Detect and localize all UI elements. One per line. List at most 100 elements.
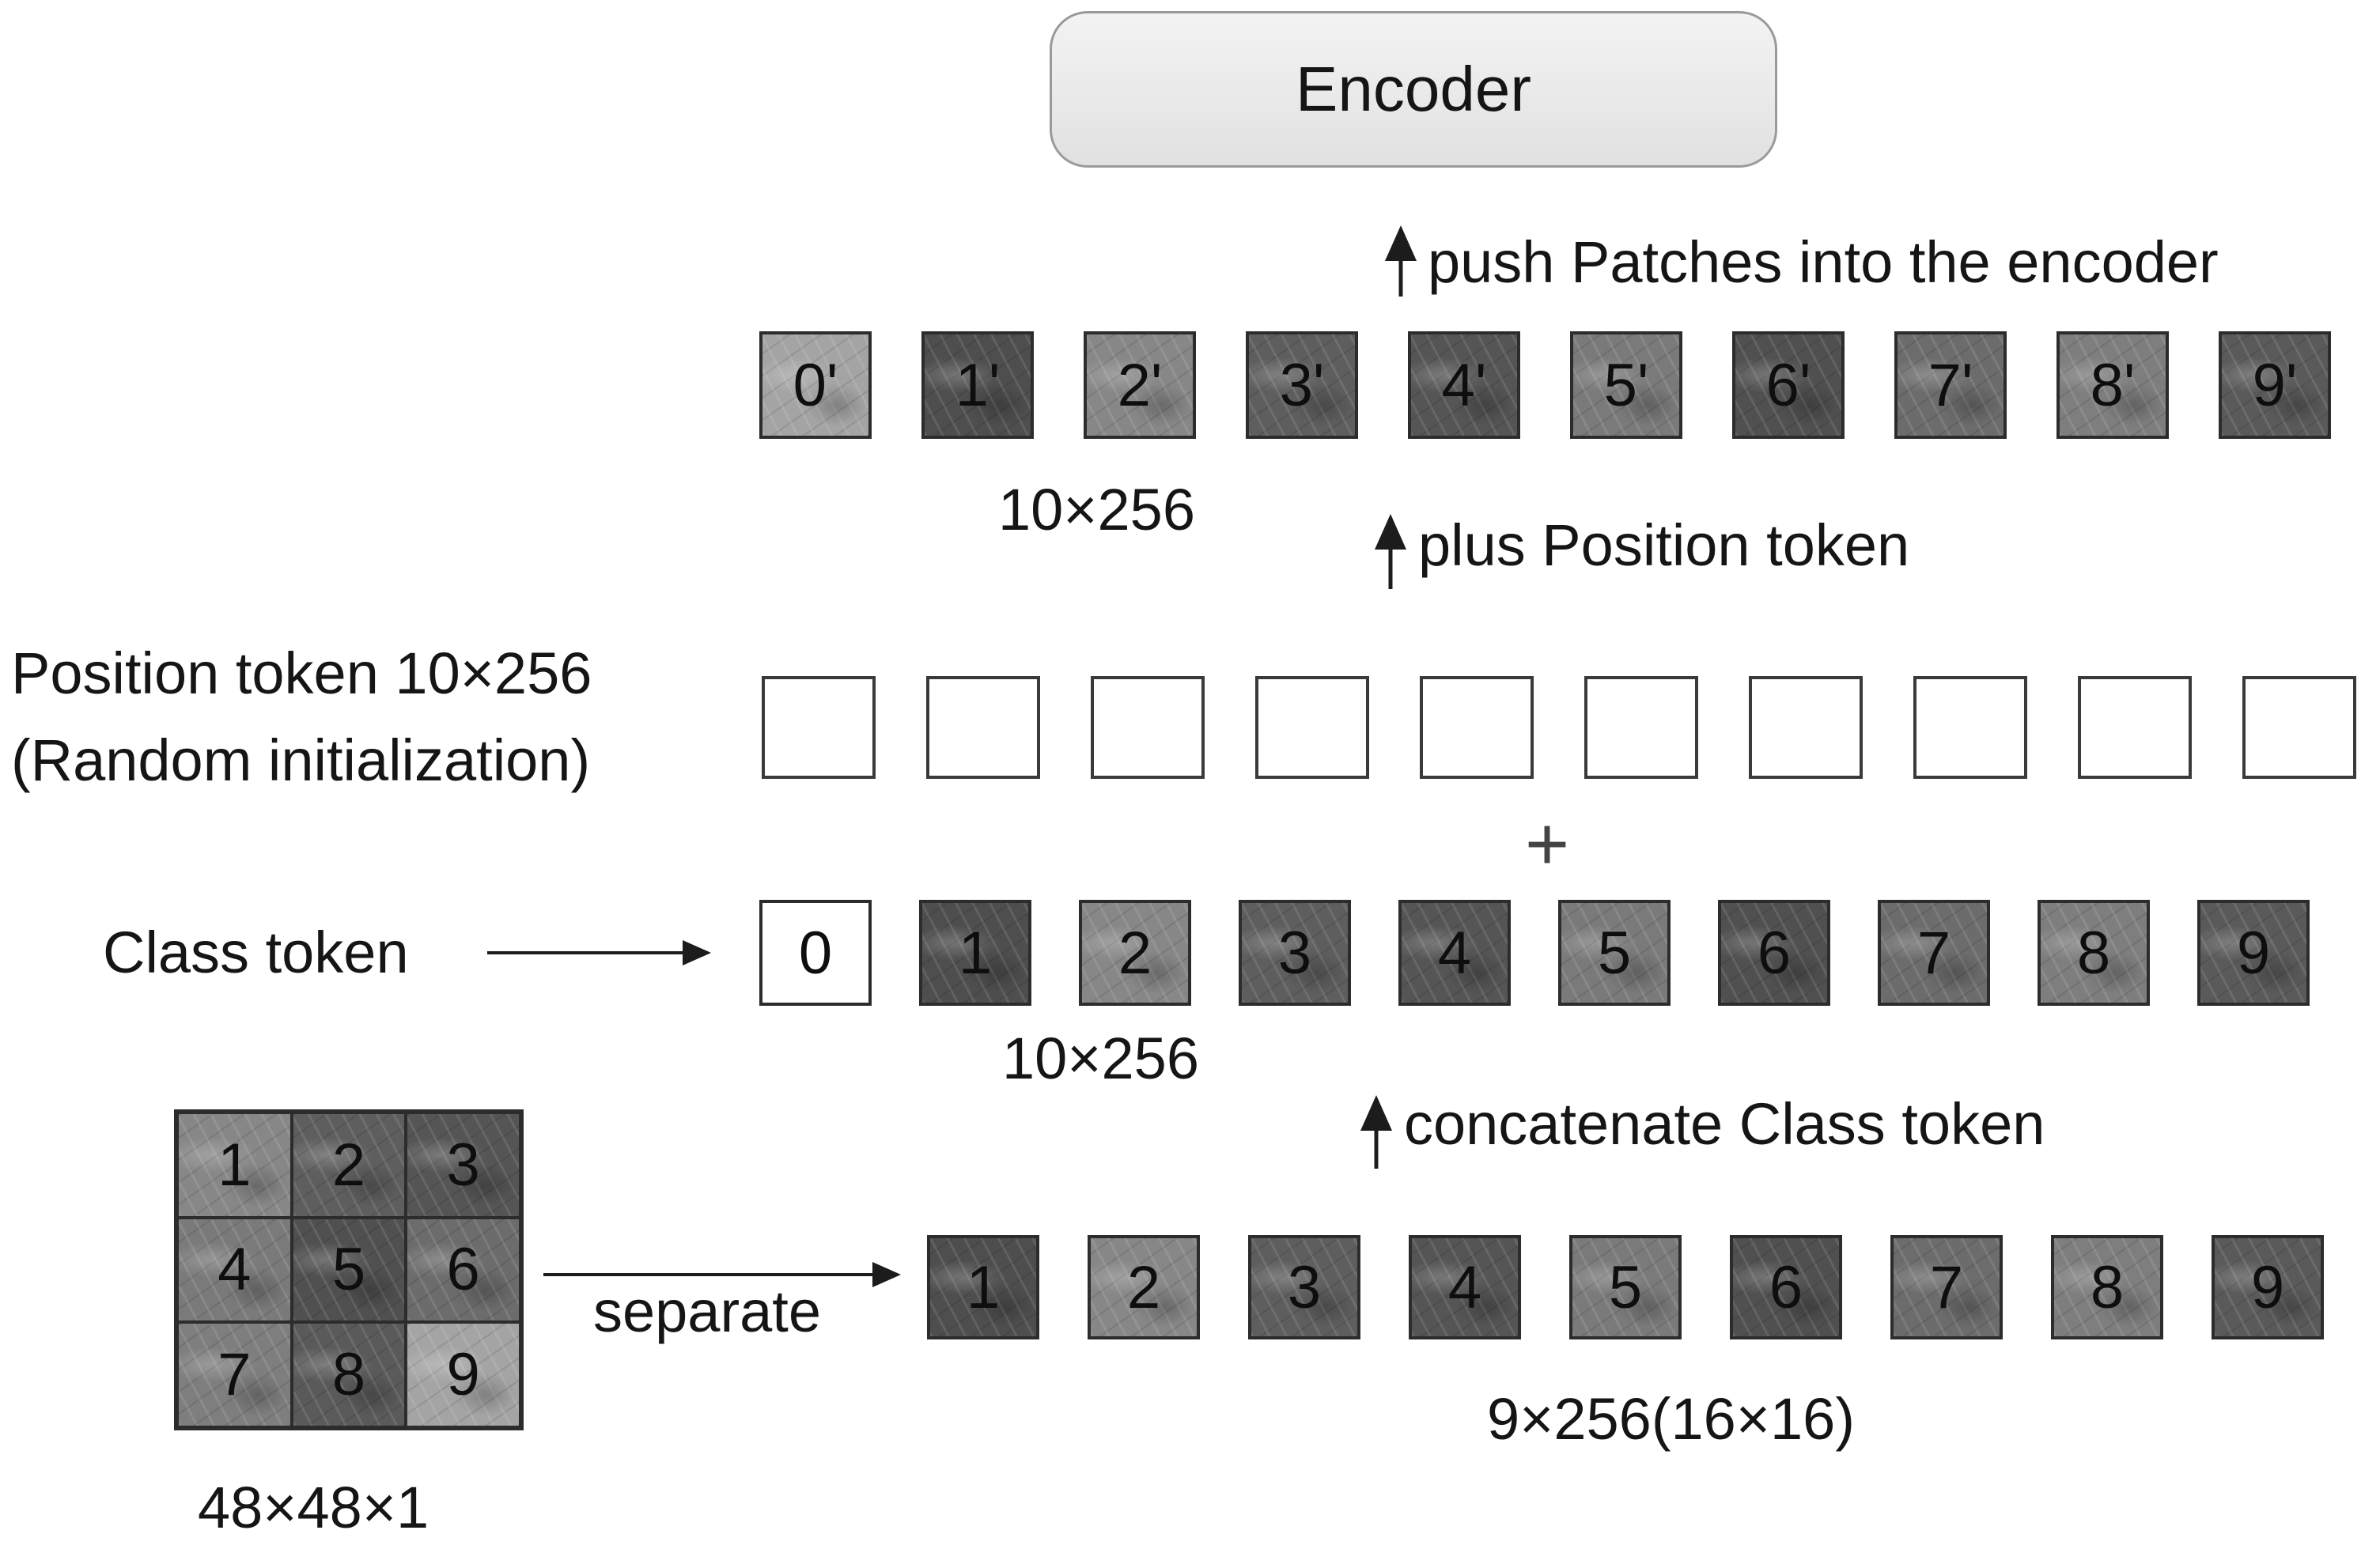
- class-row-patch-label: 4: [1437, 919, 1472, 987]
- encoded-patch-1: 1': [921, 331, 1034, 439]
- class-row-patch-8: 8: [2038, 900, 2150, 1006]
- plus-sign: +: [1525, 802, 1570, 886]
- image-grid-cell-5: 5: [291, 1217, 407, 1323]
- encoded-patch-label: 5': [1603, 351, 1649, 419]
- encoded-patch-label: 1': [955, 351, 1001, 419]
- encoded-patch-label: 6': [1765, 351, 1811, 419]
- class-row-patch-label: 1: [958, 919, 993, 987]
- class-row-patch-label: 6: [1757, 919, 1792, 987]
- encoded-patch-label: 8': [2090, 351, 2136, 419]
- image-grid-cell-6: 6: [406, 1217, 520, 1323]
- class-token-label: Class token: [103, 920, 409, 985]
- class-dims-label: 10×256: [1002, 1026, 1199, 1091]
- position-token-box-1: [926, 676, 1040, 779]
- encoded-patch-6: 6': [1732, 331, 1845, 439]
- class-row-patch-0: 0: [759, 900, 872, 1006]
- encoded-patch-label: 0': [793, 351, 838, 419]
- image-grid-cell-label: 5: [331, 1236, 366, 1304]
- image-grid-cell-label: 1: [218, 1131, 252, 1199]
- class-row-patch-label: 3: [1277, 919, 1312, 987]
- position-token-box-9: [2242, 676, 2356, 779]
- encoded-patch-label: 4': [1441, 351, 1487, 419]
- patch-label: 8: [2090, 1253, 2125, 1321]
- class-row-patch-label: 8: [2076, 919, 2111, 987]
- patch-label: 6: [1769, 1253, 1803, 1321]
- image-grid-cell-4: 4: [177, 1217, 292, 1323]
- class-row-patch-label: 9: [2236, 919, 2271, 987]
- image-grid-cell-label: 3: [446, 1131, 480, 1199]
- class-row-patch-7: 7: [1878, 900, 1990, 1006]
- class-row-patch-label: 0: [798, 919, 833, 987]
- class-row-patch-2: 2: [1079, 900, 1191, 1006]
- image-grid-cell-2: 2: [291, 1113, 407, 1218]
- position-token-box-8: [2078, 676, 2192, 779]
- image-grid-cell-1: 1: [177, 1113, 292, 1218]
- concat-step-label: concatenate Class token: [1404, 1091, 2045, 1157]
- encoded-patch-8: 8': [2056, 331, 2169, 439]
- patch-label: 1: [966, 1253, 1001, 1321]
- encoder-box: Encoder: [1050, 11, 1777, 168]
- class-row-patch-label: 5: [1597, 919, 1632, 987]
- encoded-patch-4: 4': [1408, 331, 1520, 439]
- image-dims-label: 48×48×1: [198, 1475, 429, 1540]
- class-row-patch-3: 3: [1239, 900, 1351, 1006]
- plus-step-label: plus Position token: [1418, 512, 1910, 578]
- image-grid-cell-label: 9: [446, 1341, 480, 1409]
- image-grid-cell-3: 3: [406, 1113, 520, 1218]
- input-image-grid: 1 2 3 4 5 6 7 8 9: [174, 1109, 524, 1430]
- position-token-box-7: [1913, 676, 2027, 779]
- encoded-patch-label: 7': [1928, 351, 1973, 419]
- image-grid-cell-7: 7: [177, 1322, 292, 1427]
- patch-7: 8: [2051, 1235, 2163, 1339]
- image-grid-cell-label: 6: [446, 1236, 480, 1304]
- encoder-label: Encoder: [1296, 54, 1531, 124]
- push-step-label: push Patches into the encoder: [1428, 229, 2219, 295]
- class-row-patch-6: 6: [1718, 900, 1830, 1006]
- patch-1: 2: [1088, 1235, 1200, 1339]
- patch-0: 1: [927, 1235, 1039, 1339]
- position-token-box-5: [1584, 676, 1698, 779]
- position-token-box-4: [1420, 676, 1534, 779]
- class-row-patch-label: 7: [1916, 919, 1951, 987]
- patch-5: 6: [1730, 1235, 1842, 1339]
- encoded-patch-label: 9': [2252, 351, 2298, 419]
- patch-8: 9: [2212, 1235, 2324, 1339]
- class-row-patch-5: 5: [1558, 900, 1671, 1006]
- encoded-patch-3: 3': [1246, 331, 1358, 439]
- class-row-patch-4: 4: [1398, 900, 1511, 1006]
- encoded-patch-label: 2': [1117, 351, 1163, 419]
- patch-label: 2: [1126, 1253, 1161, 1321]
- patch-6: 7: [1890, 1235, 2003, 1339]
- patch-4: 5: [1569, 1235, 1682, 1339]
- image-grid-cell-9: 9: [406, 1322, 520, 1427]
- patch-dims-label: 9×256(16×16): [1487, 1386, 1855, 1452]
- encoded-patch-7: 7': [1894, 331, 2007, 439]
- image-grid-cell-label: 4: [218, 1236, 252, 1304]
- position-init-label: (Random initialization): [11, 727, 591, 793]
- class-row-patch-9: 9: [2197, 900, 2310, 1006]
- patch-label: 5: [1608, 1253, 1643, 1321]
- encoded-dims-label: 10×256: [998, 477, 1195, 542]
- encoded-patch-5: 5': [1570, 331, 1682, 439]
- encoded-patch-9: 9': [2219, 331, 2331, 439]
- class-row-patch-label: 2: [1118, 919, 1152, 987]
- patch-3: 4: [1409, 1235, 1521, 1339]
- separate-label: separate: [593, 1279, 821, 1344]
- image-grid-cell-label: 7: [218, 1341, 252, 1409]
- position-token-box-6: [1749, 676, 1863, 779]
- patch-label: 3: [1287, 1253, 1322, 1321]
- encoded-patch-0: 0': [759, 331, 872, 439]
- position-token-box-0: [762, 676, 876, 779]
- image-grid-cell-label: 2: [331, 1131, 366, 1199]
- encoded-patch-2: 2': [1084, 331, 1196, 439]
- class-row-patch-1: 1: [919, 900, 1031, 1006]
- encoded-patch-label: 3': [1279, 351, 1325, 419]
- position-token-box-3: [1255, 676, 1369, 779]
- patch-label: 4: [1447, 1253, 1482, 1321]
- position-token-label: Position token 10×256: [11, 640, 592, 706]
- image-grid-cell-8: 8: [291, 1322, 407, 1427]
- image-grid-cell-label: 8: [331, 1341, 366, 1409]
- patch-label: 9: [2250, 1253, 2285, 1321]
- position-token-box-2: [1091, 676, 1205, 779]
